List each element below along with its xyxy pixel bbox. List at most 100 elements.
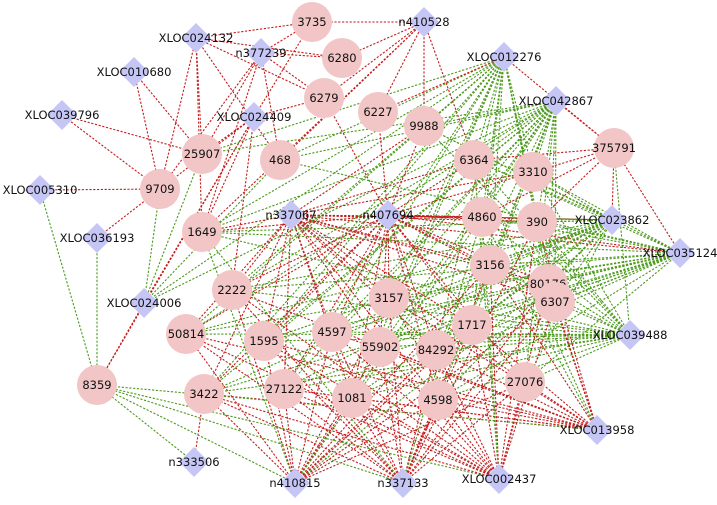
node-27122[interactable]: 27122 bbox=[264, 369, 304, 409]
node-xloc013958[interactable]: XLOC013958 bbox=[560, 415, 635, 445]
node-3422[interactable]: 3422 bbox=[184, 374, 224, 414]
node-xloc042867[interactable]: XLOC042867 bbox=[519, 86, 594, 116]
node-xloc036193[interactable]: XLOC036193 bbox=[60, 223, 135, 253]
node-n377239[interactable]: n377239 bbox=[235, 38, 287, 68]
circle-node-shape[interactable] bbox=[244, 321, 284, 361]
diamond-node-shape[interactable] bbox=[181, 23, 211, 53]
node-4597[interactable]: 4597 bbox=[312, 312, 352, 352]
node-n410815[interactable]: n410815 bbox=[269, 468, 321, 498]
node-xloc039488[interactable]: XLOC039488 bbox=[593, 320, 668, 350]
node-n410528[interactable]: n410528 bbox=[398, 7, 450, 37]
node-xloc024006[interactable]: XLOC024006 bbox=[107, 288, 182, 318]
node-xloc024409[interactable]: XLOC024409 bbox=[217, 102, 292, 132]
node-xloc012276[interactable]: XLOC012276 bbox=[467, 42, 542, 72]
node-xloc024132[interactable]: XLOC024132 bbox=[159, 23, 234, 53]
node-1649[interactable]: 1649 bbox=[182, 212, 222, 252]
circle-node-shape[interactable] bbox=[505, 362, 545, 402]
circle-node-shape[interactable] bbox=[182, 134, 222, 174]
node-3735[interactable]: 3735 bbox=[292, 2, 332, 42]
circle-node-shape[interactable] bbox=[404, 106, 444, 146]
node-n333506[interactable]: n333506 bbox=[168, 447, 220, 477]
circle-node-shape[interactable] bbox=[594, 128, 634, 168]
circle-node-shape[interactable] bbox=[358, 92, 398, 132]
diamond-node-shape[interactable] bbox=[129, 288, 159, 318]
node-4860[interactable]: 4860 bbox=[462, 197, 502, 237]
node-8359[interactable]: 8359 bbox=[77, 365, 117, 405]
node-3156[interactable]: 3156 bbox=[470, 245, 510, 285]
diamond-node-shape[interactable] bbox=[541, 86, 571, 116]
node-1595[interactable]: 1595 bbox=[244, 321, 284, 361]
circle-node-shape[interactable] bbox=[292, 2, 332, 42]
diamond-node-shape[interactable] bbox=[280, 468, 310, 498]
node-375791[interactable]: 375791 bbox=[592, 128, 636, 168]
diamond-node-shape[interactable] bbox=[239, 102, 269, 132]
node-25907[interactable]: 25907 bbox=[182, 134, 222, 174]
circle-node-shape[interactable] bbox=[182, 212, 222, 252]
node-9709[interactable]: 9709 bbox=[140, 169, 180, 209]
circle-node-shape[interactable] bbox=[140, 169, 180, 209]
node-4598[interactable]: 4598 bbox=[418, 380, 458, 420]
diamond-node-shape[interactable] bbox=[582, 415, 612, 445]
circle-node-shape[interactable] bbox=[312, 312, 352, 352]
node-6364[interactable]: 6364 bbox=[454, 140, 494, 180]
diamond-node-shape[interactable] bbox=[597, 205, 627, 235]
node-3157[interactable]: 3157 bbox=[369, 278, 409, 318]
circle-node-shape[interactable] bbox=[304, 78, 344, 118]
node-50814[interactable]: 50814 bbox=[166, 314, 206, 354]
diamond-node-shape[interactable] bbox=[246, 38, 276, 68]
node-6227[interactable]: 6227 bbox=[358, 92, 398, 132]
circle-node-shape[interactable] bbox=[322, 38, 362, 78]
circle-node-shape[interactable] bbox=[264, 369, 304, 409]
diamond-node-shape[interactable] bbox=[489, 42, 519, 72]
diamond-node-shape[interactable] bbox=[409, 7, 439, 37]
node-xloc039796[interactable]: XLOC039796 bbox=[25, 100, 100, 130]
node-9988[interactable]: 9988 bbox=[404, 106, 444, 146]
node-xloc010680[interactable]: XLOC010680 bbox=[97, 57, 172, 87]
circle-node-shape[interactable] bbox=[418, 380, 458, 420]
circle-node-shape[interactable] bbox=[513, 152, 553, 192]
circle-node-shape[interactable] bbox=[416, 330, 456, 370]
circle-node-shape[interactable] bbox=[260, 140, 300, 180]
diamond-node-shape[interactable] bbox=[665, 238, 695, 268]
node-1717[interactable]: 1717 bbox=[452, 305, 492, 345]
node-84292[interactable]: 84292 bbox=[416, 330, 456, 370]
circle-node-shape[interactable] bbox=[470, 245, 510, 285]
node-6279[interactable]: 6279 bbox=[304, 78, 344, 118]
node-n337067[interactable]: n337067 bbox=[265, 200, 317, 230]
node-27076[interactable]: 27076 bbox=[505, 362, 545, 402]
node-390[interactable]: 390 bbox=[517, 202, 557, 242]
circle-node-shape[interactable] bbox=[454, 140, 494, 180]
circle-node-shape[interactable] bbox=[166, 314, 206, 354]
circle-node-shape[interactable] bbox=[212, 270, 252, 310]
diamond-node-shape[interactable] bbox=[388, 468, 418, 498]
circle-node-shape[interactable] bbox=[360, 327, 400, 367]
diamond-node-shape[interactable] bbox=[373, 200, 403, 230]
diamond-node-shape[interactable] bbox=[119, 57, 149, 87]
circle-node-shape[interactable] bbox=[452, 305, 492, 345]
node-xloc023862[interactable]: XLOC023862 bbox=[575, 205, 650, 235]
node-55902[interactable]: 55902 bbox=[360, 327, 400, 367]
circle-node-shape[interactable] bbox=[462, 197, 502, 237]
node-xloc035124[interactable]: XLOC035124 bbox=[643, 238, 717, 268]
node-n407694[interactable]: n407694 bbox=[362, 200, 414, 230]
node-6307[interactable]: 6307 bbox=[535, 282, 575, 322]
node-n337133[interactable]: n337133 bbox=[377, 468, 429, 498]
diamond-node-shape[interactable] bbox=[615, 320, 645, 350]
node-3310[interactable]: 3310 bbox=[513, 152, 553, 192]
node-xloc002437[interactable]: XLOC002437 bbox=[462, 464, 537, 494]
node-468[interactable]: 468 bbox=[260, 140, 300, 180]
diamond-node-shape[interactable] bbox=[276, 200, 306, 230]
circle-node-shape[interactable] bbox=[332, 378, 372, 418]
diamond-node-shape[interactable] bbox=[25, 175, 55, 205]
node-2222[interactable]: 2222 bbox=[212, 270, 252, 310]
node-xloc005310[interactable]: XLOC005310 bbox=[3, 175, 78, 205]
diamond-node-shape[interactable] bbox=[82, 223, 112, 253]
node-1081[interactable]: 1081 bbox=[332, 378, 372, 418]
circle-node-shape[interactable] bbox=[184, 374, 224, 414]
diamond-node-shape[interactable] bbox=[179, 447, 209, 477]
circle-node-shape[interactable] bbox=[77, 365, 117, 405]
circle-node-shape[interactable] bbox=[517, 202, 557, 242]
circle-node-shape[interactable] bbox=[369, 278, 409, 318]
diamond-node-shape[interactable] bbox=[47, 100, 77, 130]
node-6280[interactable]: 6280 bbox=[322, 38, 362, 78]
